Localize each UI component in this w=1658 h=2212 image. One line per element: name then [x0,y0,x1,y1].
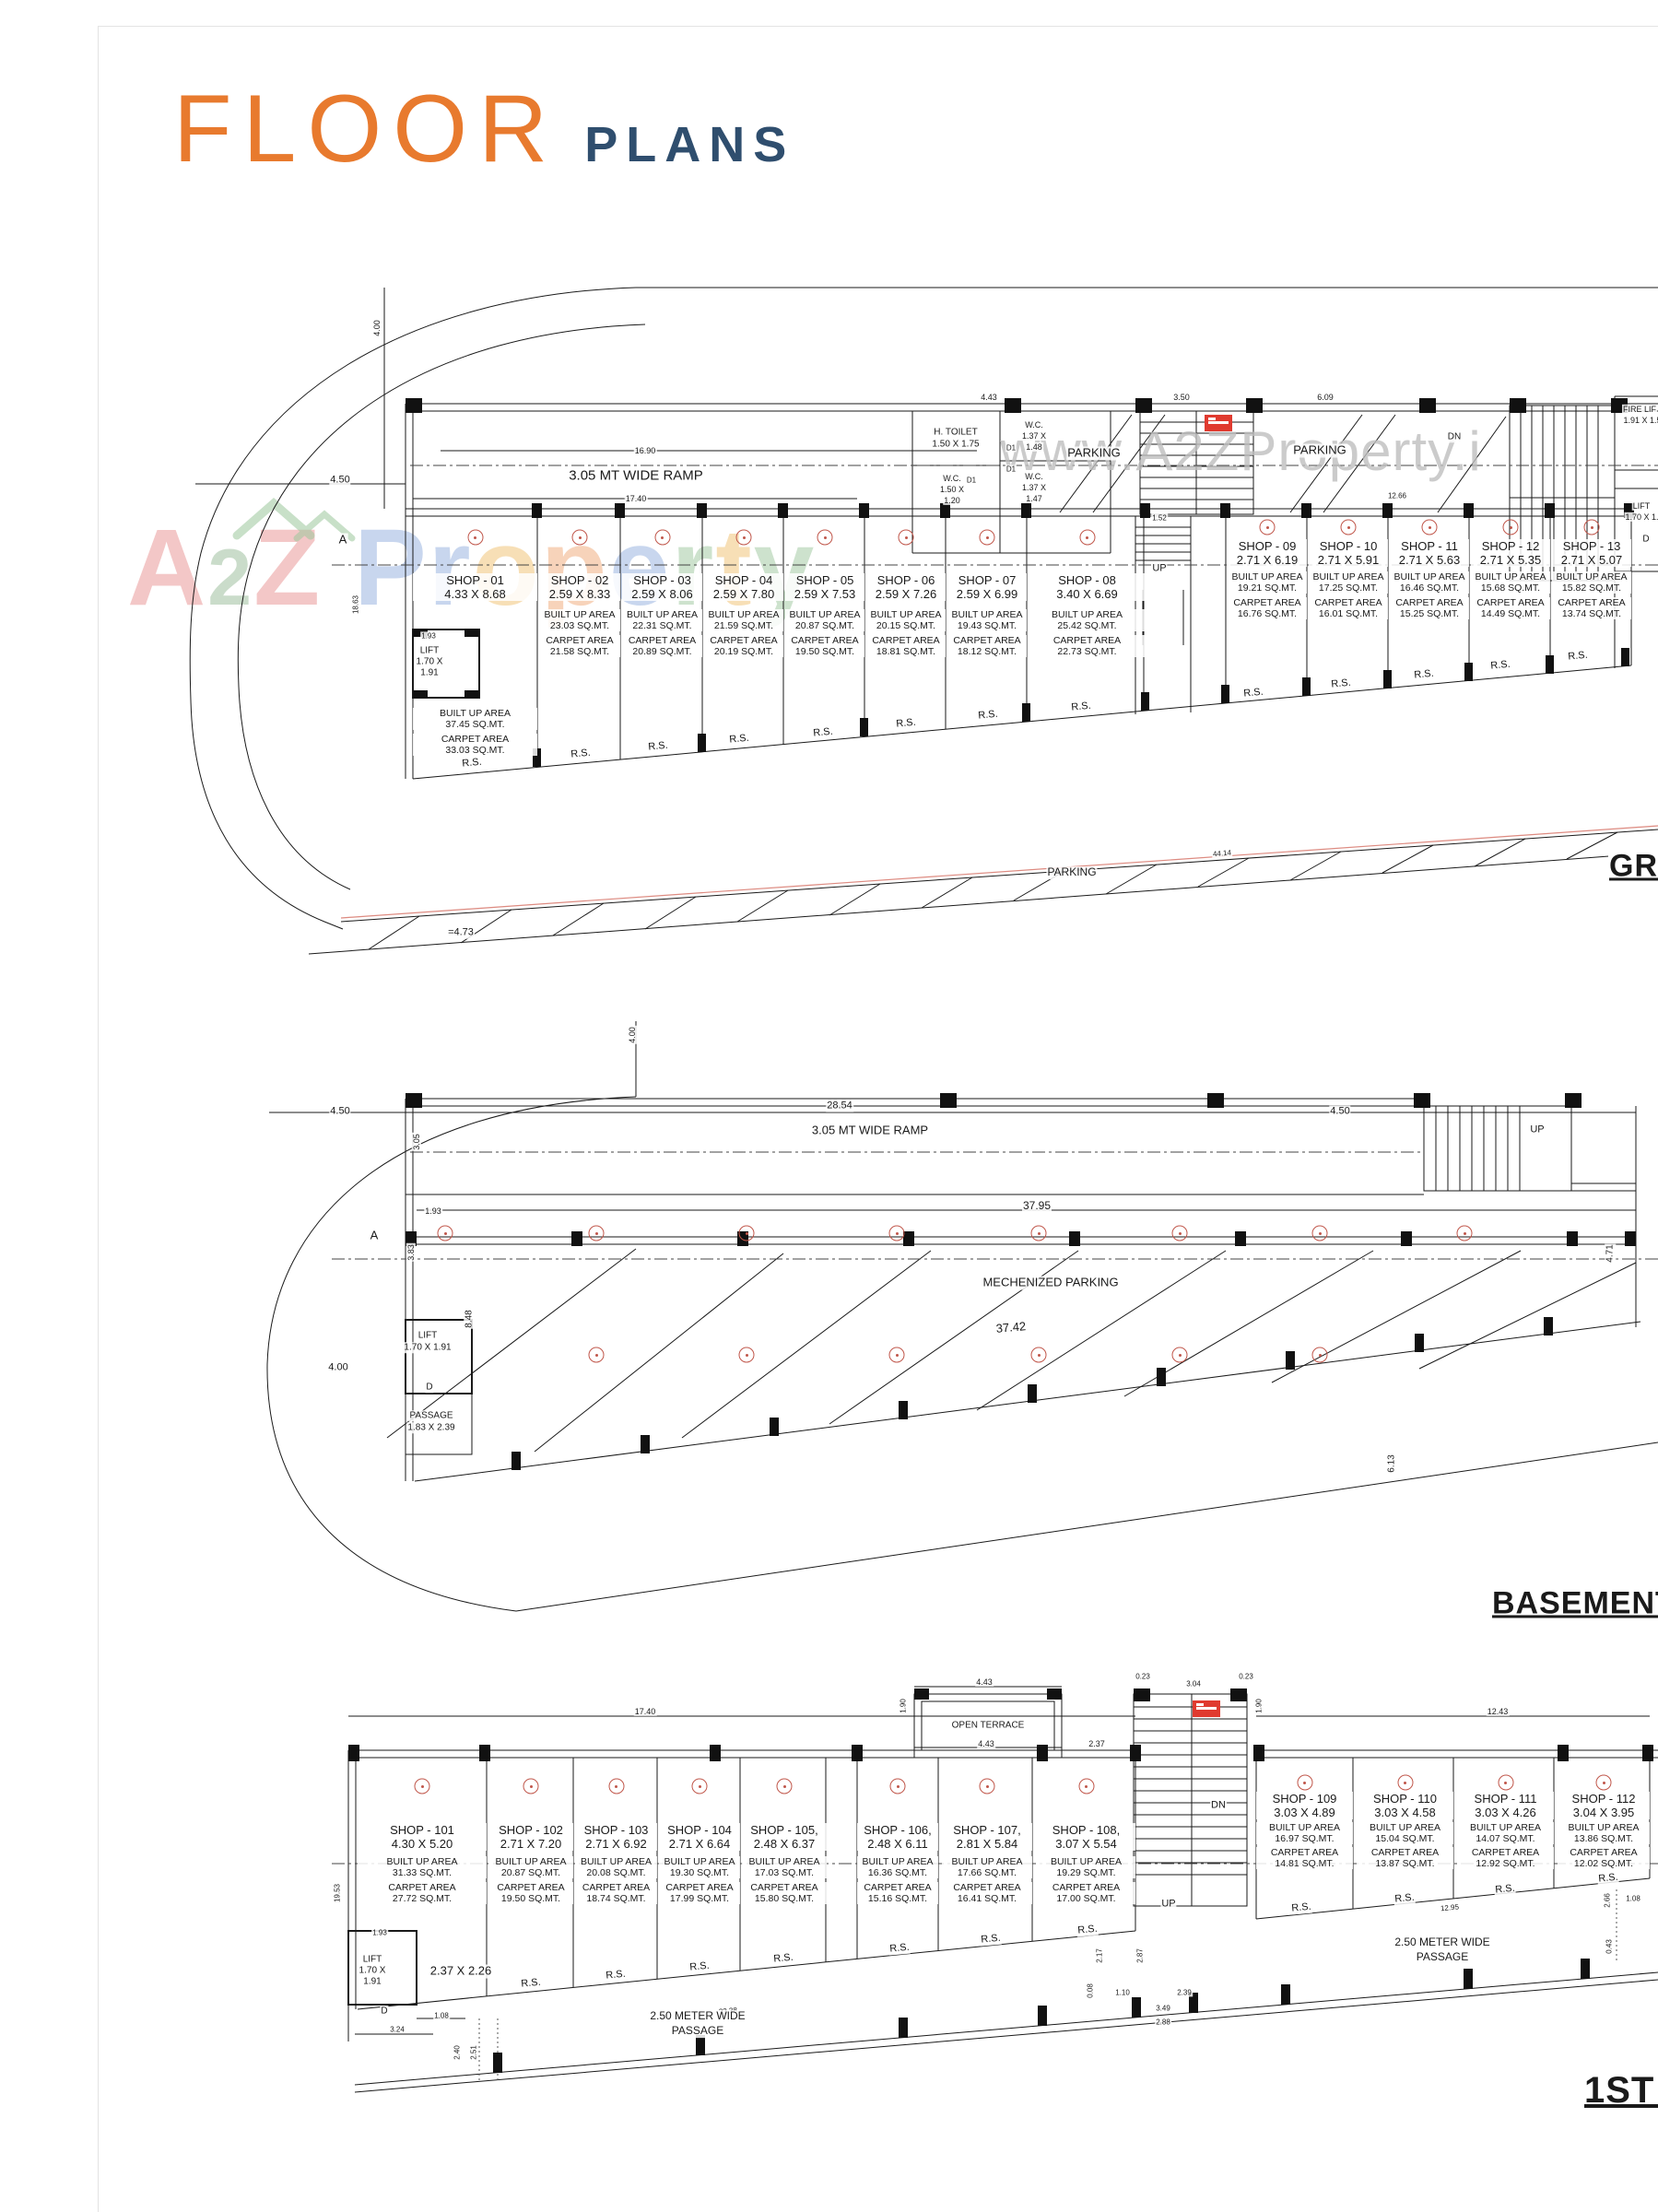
watermark-letter: p [540,507,609,629]
watermark-url: www.A2ZProperty.i [1000,420,1482,482]
watermark-roof-icon [232,498,356,542]
watermark-letter: r [428,507,473,629]
watermark-letter: 2 [207,534,254,622]
watermark-letter: o [472,507,541,629]
watermark-letter: P [353,507,429,629]
title-word-floor: FLOOR [173,76,559,182]
page-title: FLOOR PLANS [173,81,794,177]
watermark-letter: A [127,507,208,629]
watermark-letter: r [671,507,716,629]
title-word-plans: PLANS [584,117,795,172]
watermark-letter: t [715,507,754,629]
watermark-brand: A2Z Property [127,505,816,630]
watermark-letter: e [608,507,672,629]
